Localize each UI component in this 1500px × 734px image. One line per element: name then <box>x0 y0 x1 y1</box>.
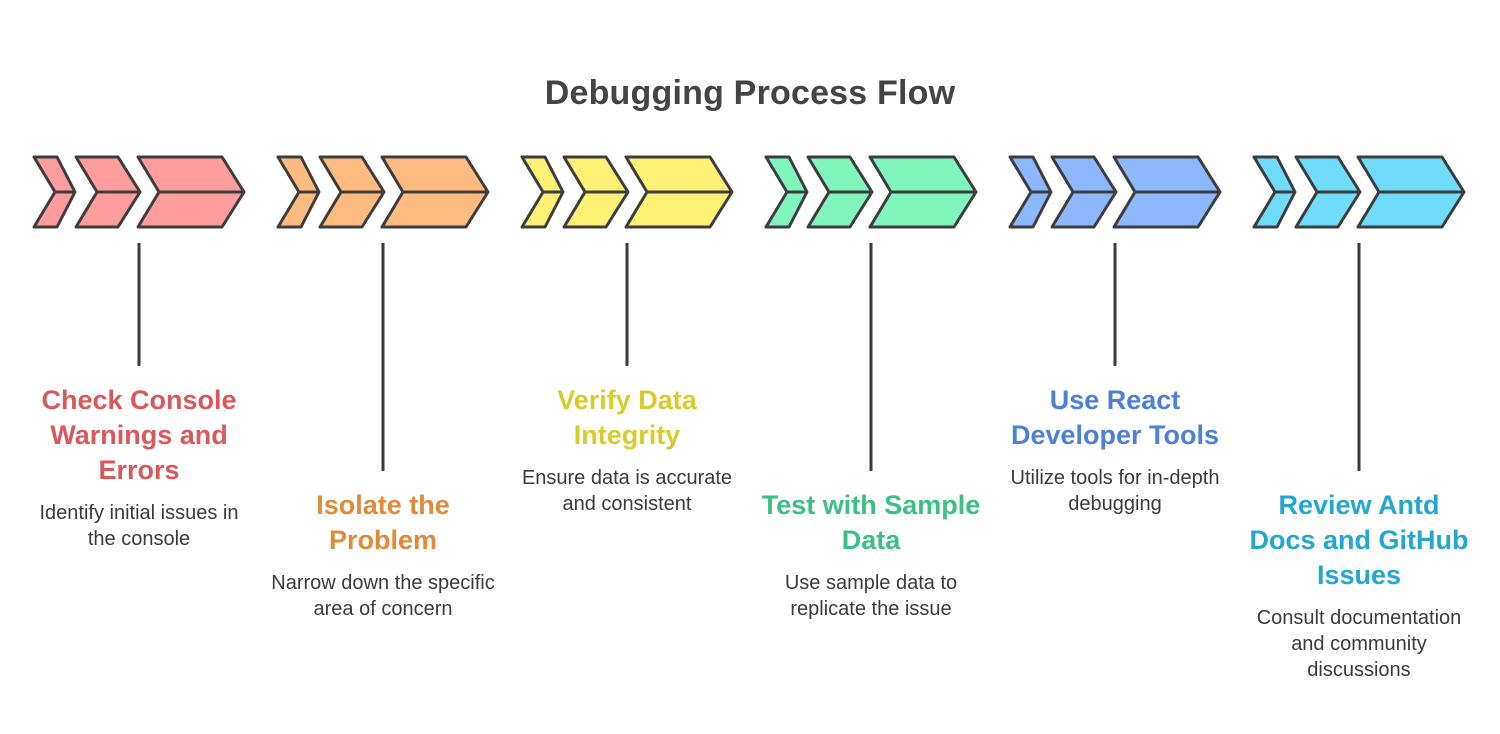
step-title: Verify Data Integrity <box>557 385 697 450</box>
step-description: Use sample data to replicate the issue <box>784 572 958 620</box>
step-title: Check Console Warnings and Errors <box>41 385 237 485</box>
step-description: Utilize tools for in-depth debugging <box>1010 467 1220 515</box>
step-description: Identify initial issues in the console <box>39 502 239 550</box>
step-description: Narrow down the specific area of concern <box>271 572 495 620</box>
step-1-chevrons <box>32 155 246 229</box>
step-2-chevrons <box>276 155 490 229</box>
step-3-chevrons <box>520 155 734 229</box>
step-title: Test with Sample Data <box>761 490 981 555</box>
step-4-chevrons <box>764 155 978 229</box>
step-6-chevrons <box>1252 155 1466 229</box>
step-title: Review Antd Docs and GitHub Issues <box>1249 490 1469 590</box>
step-description: Consult documentation and community disc… <box>1256 607 1462 681</box>
diagram-title: Debugging Process Flow <box>544 74 956 112</box>
step-description: Ensure data is accurate and consistent <box>521 467 733 515</box>
step-title: Isolate the Problem <box>316 490 450 555</box>
step-5-chevrons <box>1008 155 1222 229</box>
step-title: Use React Developer Tools <box>1010 385 1220 450</box>
